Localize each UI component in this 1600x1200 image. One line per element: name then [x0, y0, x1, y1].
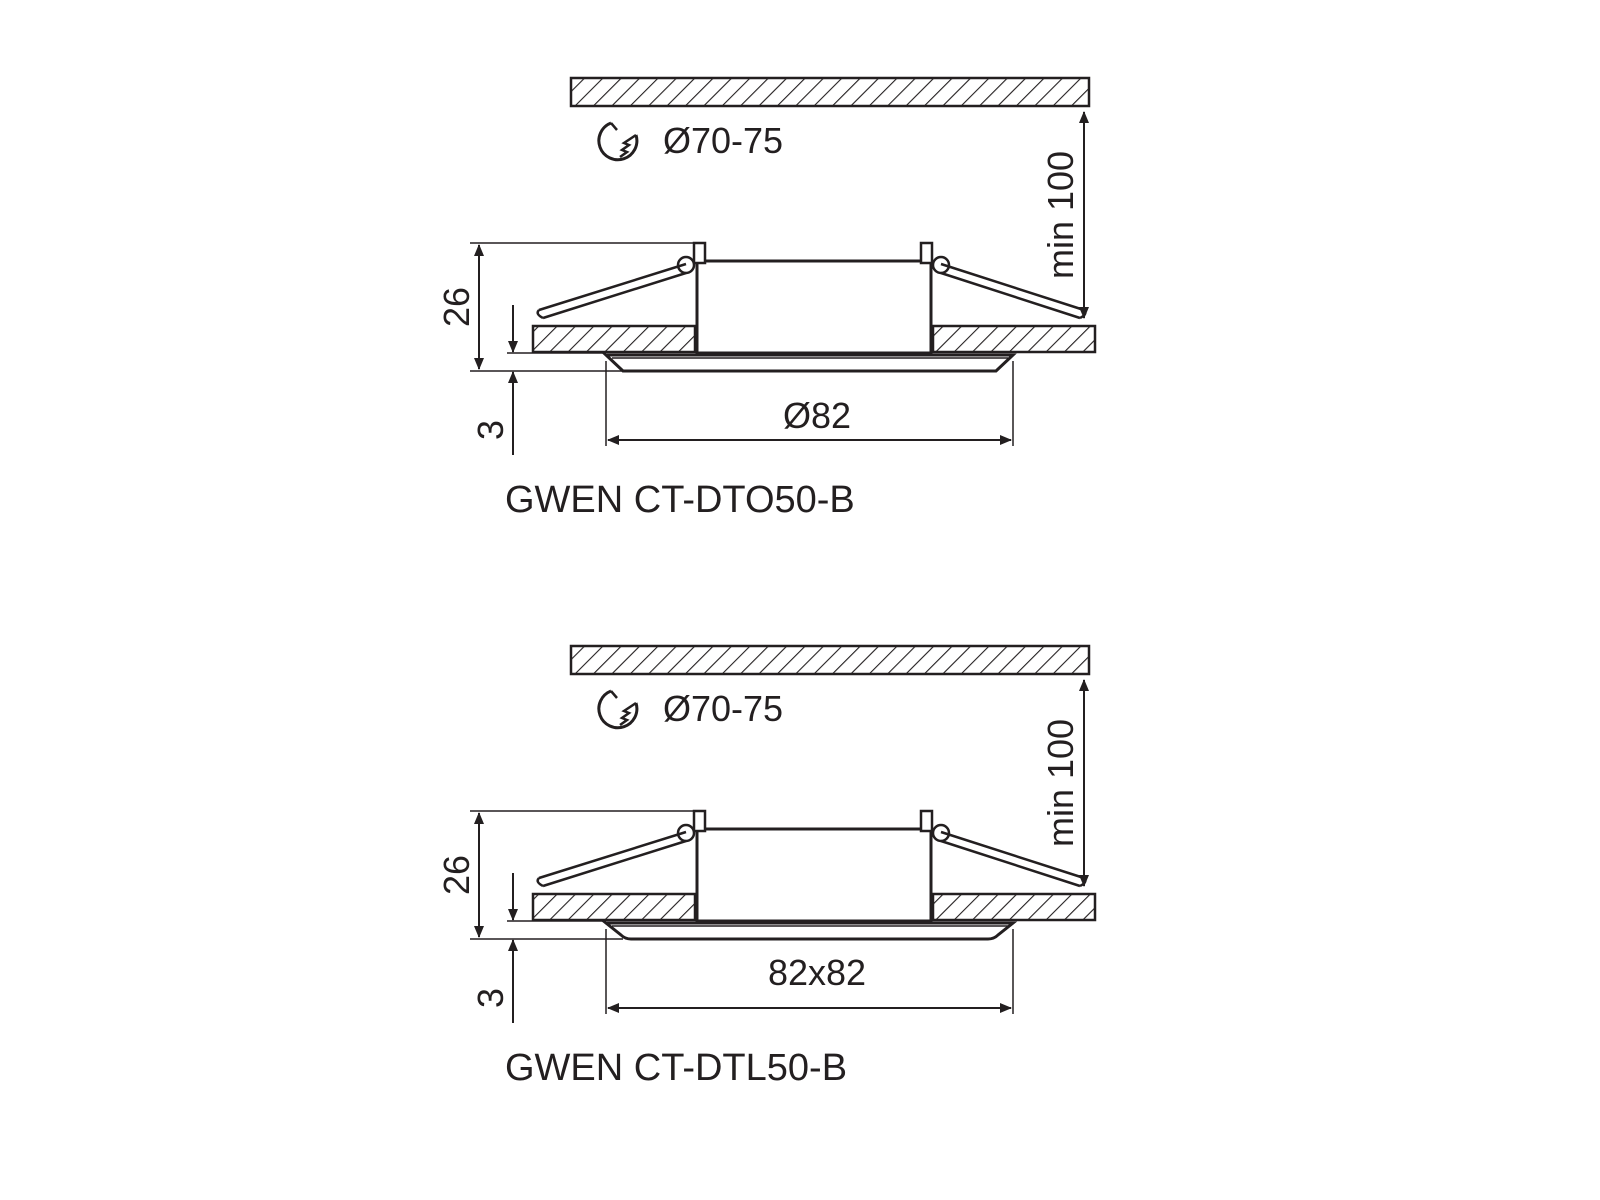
fixture-housing — [695, 259, 933, 355]
fixture-housing — [695, 827, 933, 923]
trim-ring — [602, 353, 1017, 373]
upper-ceiling-slab — [569, 644, 1091, 676]
model-title: GWEN CT-DTO50-B — [505, 479, 855, 521]
outer-size-label: 82x82 — [768, 952, 866, 993]
model-title: GWEN CT-DTL50-B — [505, 1047, 847, 1089]
cutout-diameter-label: Ø70-75 — [663, 120, 783, 161]
ceiling-panel-right — [931, 892, 1097, 922]
clip-post-left — [692, 809, 707, 833]
ceiling-panel-left — [531, 324, 697, 354]
clearance-label: min 100 — [1040, 151, 1081, 279]
clip-post-right — [919, 809, 934, 833]
hole-saw-icon — [597, 689, 639, 730]
trim-frame — [601, 921, 1018, 941]
height-label: 26 — [436, 287, 477, 327]
height-label: 26 — [436, 855, 477, 895]
cutout-diameter-label: Ø70-75 — [663, 688, 783, 729]
clip-post-left — [692, 241, 707, 265]
spring-arm-left — [536, 262, 687, 320]
ceiling-panel-left — [531, 892, 697, 922]
diagram-square-fixture: Ø70-75 min 100 26 3 82x82 GWEN CT-DTL50-… — [436, 644, 1097, 1089]
spring-arm-left — [536, 830, 687, 888]
outer-size-label: Ø82 — [783, 395, 851, 436]
upper-ceiling-slab — [569, 76, 1091, 108]
protrusion-label: 3 — [470, 988, 511, 1008]
diagram-round-fixture: Ø70-75 min 100 26 3 Ø8 — [436, 76, 1097, 521]
ceiling-panel-right — [931, 324, 1097, 354]
protrusion-label: 3 — [470, 420, 511, 440]
clearance-label: min 100 — [1040, 719, 1081, 847]
clip-post-right — [919, 241, 934, 265]
hole-saw-icon — [597, 121, 639, 162]
